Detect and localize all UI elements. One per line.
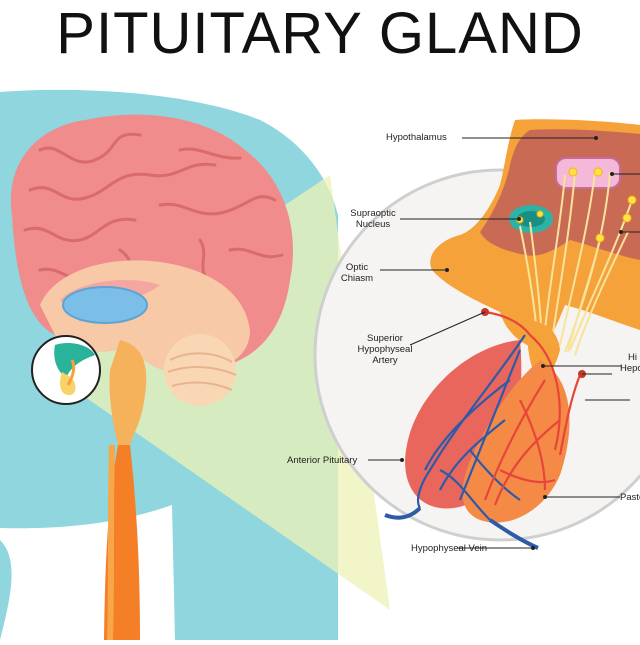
hypothalamus-tissue <box>430 119 640 356</box>
leader-lines <box>368 137 640 549</box>
leader-dots <box>400 136 623 550</box>
zoom-beam <box>75 175 390 610</box>
label-hypophyseal-vein: Hypophyseal Vein <box>411 543 488 554</box>
label-optic-chiasm: Optic Chiasm <box>330 262 384 284</box>
label-optic-line1: Optic <box>345 262 369 273</box>
label-hypothalamus: Hypothalamus <box>386 132 447 143</box>
label-supraoptic-nucleus: Supraoptic Nucleus <box>346 208 400 230</box>
label-superior-line3: Artery <box>372 355 398 366</box>
label-paste-partial: Paste <box>620 492 640 503</box>
label-superior-hypophyseal-artery: Superior Hypophyseal Artery <box>350 333 420 366</box>
label-optic-line2: Chiasm <box>340 273 374 284</box>
page-title: PITUITARY GLAND <box>56 1 584 66</box>
label-superior-line2: Hypophyseal <box>357 344 413 355</box>
brain <box>10 114 293 641</box>
callout-small <box>31 335 101 405</box>
label-hi-partial: Hi <box>628 352 637 363</box>
label-supraoptic-line2: Nucleus <box>355 219 391 230</box>
label-hepo-partial: Hepo <box>620 363 640 374</box>
pituitary-lobes <box>384 308 586 550</box>
neck-shape <box>0 540 12 640</box>
label-superior-line1: Superior <box>367 333 403 344</box>
label-supraoptic-line1: Supraoptic <box>350 208 396 219</box>
label-anterior-pituitary: Anterior Pituitary <box>287 455 358 466</box>
